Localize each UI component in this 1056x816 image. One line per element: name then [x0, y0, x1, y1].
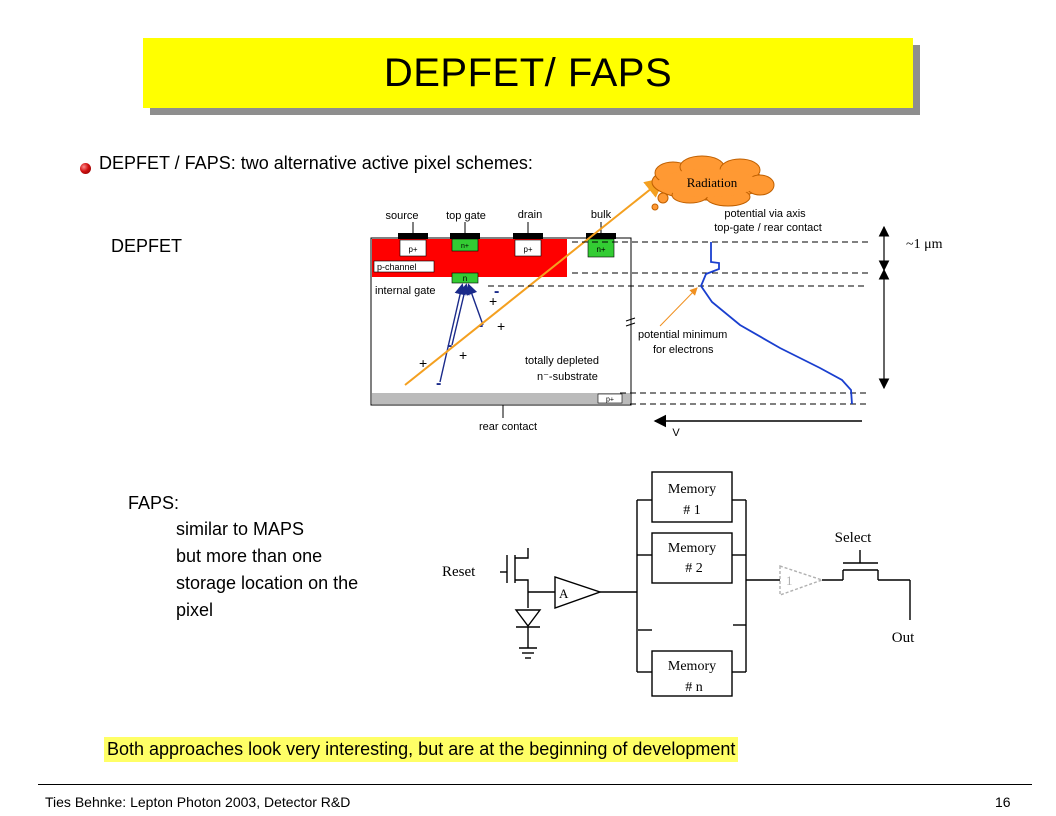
svg-text:+: +	[489, 293, 497, 309]
potential-min-label-1: potential minimum	[638, 329, 727, 341]
svg-text:-: -	[436, 375, 441, 392]
substrate-label-1: totally depleted	[525, 355, 599, 367]
radiation-cloud: Radiation	[651, 155, 775, 211]
terminal-drain: drain	[518, 209, 542, 221]
implant-n2: n+	[596, 245, 605, 254]
faps-line-2: but more than one	[176, 546, 323, 566]
backside-layer	[372, 393, 630, 404]
implant-n1: n+	[461, 243, 469, 250]
faps-line-3: storage location on the	[176, 573, 359, 593]
out-label: Out	[892, 630, 915, 646]
terminal-top-gate: top gate	[446, 210, 486, 222]
implant-n-gate: n	[463, 274, 467, 283]
substrate-label-2: n⁻-substrate	[537, 371, 598, 383]
page-number: 16	[995, 794, 1011, 810]
depfet-diagram: p+ p+ n+ p+ n+ n source top gate drain b…	[370, 155, 943, 439]
terminal-source: source	[385, 210, 418, 222]
svg-text:+: +	[497, 318, 505, 334]
p-channel-label: p-channel	[377, 262, 417, 272]
micron-label: ~1 μm	[906, 237, 943, 252]
conclusion-highlight: Both approaches look very interesting, b…	[104, 737, 739, 762]
bullet-icon	[80, 163, 91, 174]
faps-line-1: similar to MAPS	[176, 519, 305, 539]
v-axis-label: V	[672, 427, 680, 439]
rear-contact-label: rear contact	[479, 421, 537, 433]
potential-axis-label-2: top-gate / rear contact	[714, 222, 822, 234]
bullet-text: DEPFET / FAPS: two alternative active pi…	[99, 153, 533, 173]
implant-p1: p+	[408, 245, 417, 254]
svg-text:-: -	[494, 283, 499, 300]
memory-n-label-a: Memory	[668, 659, 716, 674]
faps-heading: FAPS:	[128, 493, 180, 513]
memory-1-label-a: Memory	[668, 482, 716, 497]
slide-title: DEPFET/ FAPS	[143, 38, 913, 108]
buffer-label: 1	[786, 573, 793, 588]
potential-curve	[699, 242, 853, 405]
reset-label: Reset	[442, 564, 476, 580]
svg-text:+: +	[459, 347, 467, 363]
terminal-bulk: bulk	[591, 209, 612, 221]
select-label: Select	[835, 530, 872, 546]
faps-line-4: pixel	[176, 600, 214, 620]
potential-min-label-2: for electrons	[653, 344, 714, 356]
faps-circuit-labels: Reset A Memory # 1 Memory # 2 Memory # n…	[442, 482, 915, 695]
faps-circuit	[500, 471, 911, 697]
memory-n-label-b: # n	[685, 680, 703, 695]
memory-2-label-b: # 2	[685, 561, 703, 576]
amplifier-label: A	[559, 586, 569, 601]
implant-p-back: p+	[606, 397, 614, 404]
internal-gate-label: internal gate	[375, 285, 436, 297]
svg-text:-: -	[447, 337, 452, 354]
implant-p2: p+	[523, 245, 532, 254]
memory-1-label-b: # 1	[683, 503, 701, 518]
radiation-label: Radiation	[687, 175, 738, 190]
potential-axis-label-1: potential via axis	[724, 208, 806, 220]
memory-2-label-a: Memory	[668, 541, 716, 556]
svg-text:+: +	[419, 355, 427, 371]
footer-text: Ties Behnke: Lepton Photon 2003, Detecto…	[45, 794, 351, 810]
depfet-label: DEPFET	[111, 236, 183, 256]
footer-divider	[38, 784, 1032, 785]
